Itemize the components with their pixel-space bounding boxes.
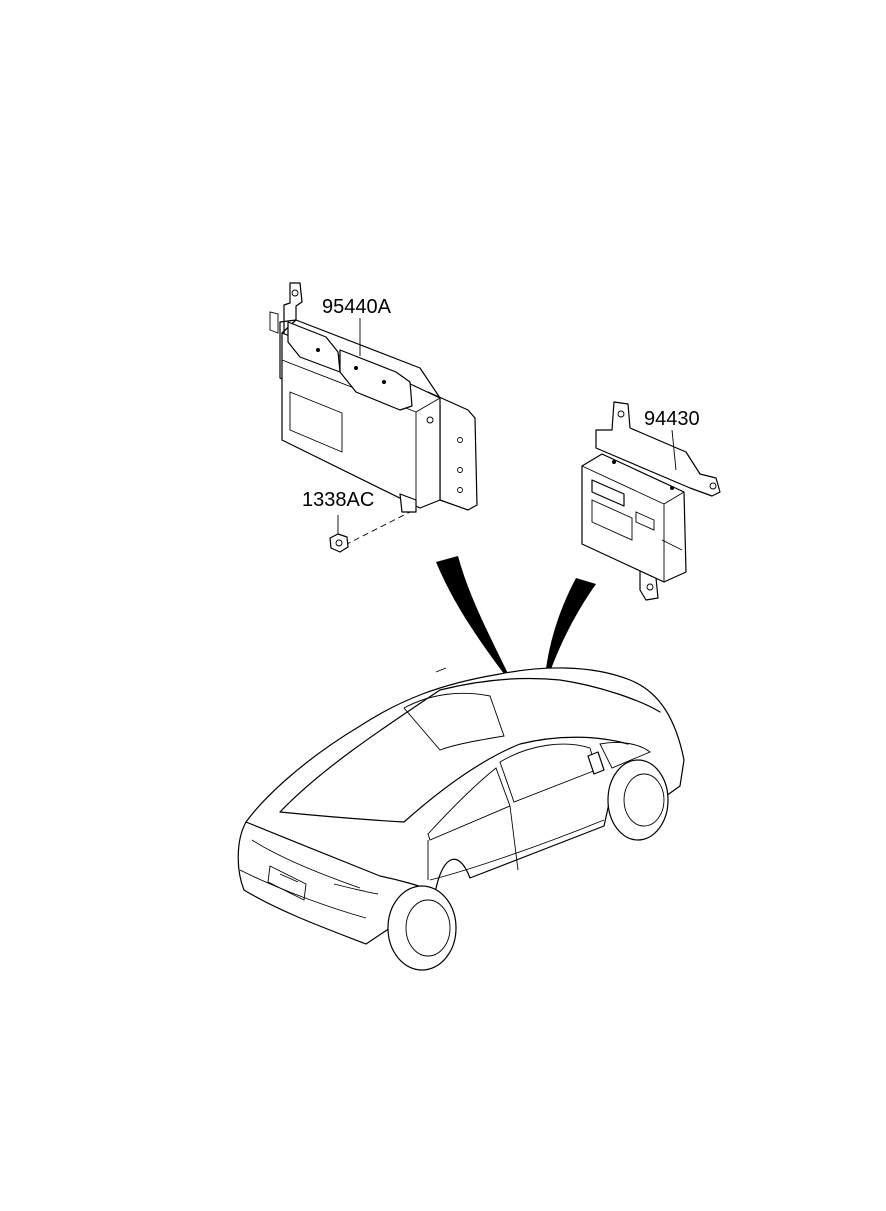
nut-1338ac bbox=[329, 511, 411, 553]
part-label-94430: 94430 bbox=[644, 408, 700, 430]
pointer-arrow-right bbox=[544, 578, 596, 690]
control-module-94430 bbox=[581, 401, 721, 601]
part-label-95440a: 95440A bbox=[322, 296, 391, 318]
leader-94430 bbox=[671, 429, 677, 471]
pointer-arrow-left bbox=[436, 556, 516, 690]
part-label-1338ac: 1338AC bbox=[302, 489, 375, 511]
vehicle-illustration bbox=[237, 667, 685, 971]
control-module-95440a bbox=[269, 282, 478, 513]
